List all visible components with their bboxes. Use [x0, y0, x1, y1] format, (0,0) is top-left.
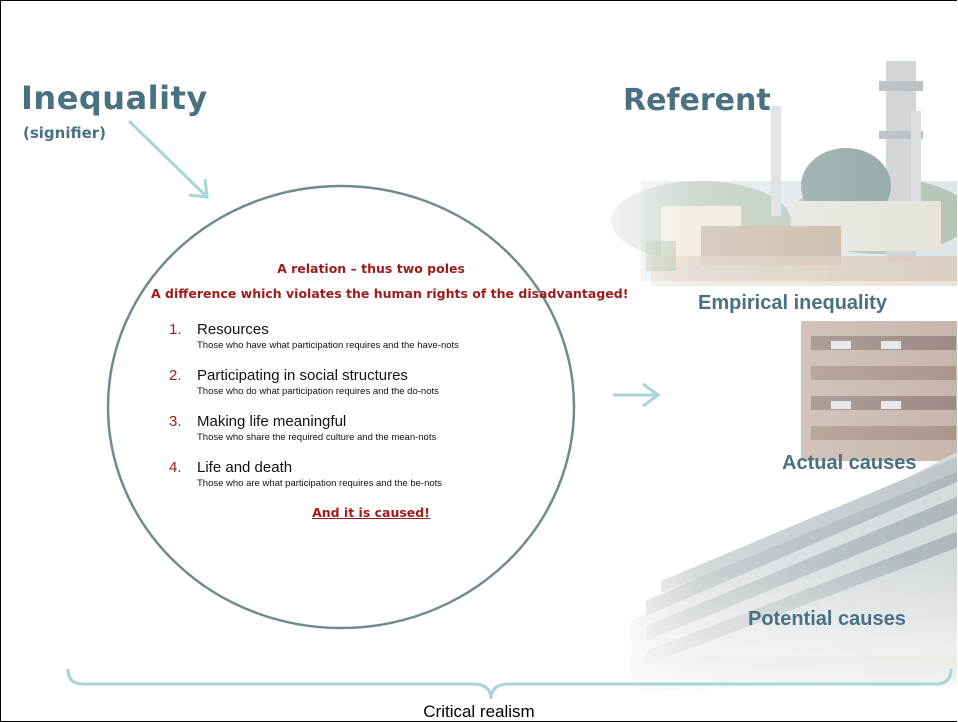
circle-content: A relation – thus two poles A difference…: [151, 261, 629, 520]
relation-subheading: A difference which violates the human ri…: [151, 286, 629, 301]
critical-realism-label: Critical realism: [423, 702, 535, 721]
layer-empirical: Empirical inequality: [698, 292, 887, 314]
critical-realism-bracket: [66, 668, 953, 700]
referent-title: Referent: [623, 83, 771, 118]
relation-heading: A relation – thus two poles: [277, 261, 465, 276]
signifier-subtitle: (signifier): [23, 124, 107, 142]
item-title: Participating in social structures: [197, 367, 408, 384]
item-number: 1.: [169, 321, 182, 338]
list-item: 1. Resources Those who have what partici…: [169, 321, 591, 351]
item-number: 2.: [169, 367, 182, 384]
item-number: 3.: [169, 413, 182, 430]
list-item: 2. Participating in social structures Th…: [169, 367, 591, 397]
item-description: Those who share the required culture and…: [197, 432, 437, 443]
item-description: Those who do what participation requires…: [197, 386, 439, 397]
signifier-arrow: [127, 119, 209, 199]
referent-arrow: [613, 382, 661, 408]
caused-statement: And it is caused!: [312, 505, 430, 520]
item-title: Making life meaningful: [197, 413, 347, 430]
item-number: 4.: [169, 459, 182, 476]
list-item: 3. Making life meaningful Those who shar…: [169, 413, 591, 443]
inequality-list: 1. Resources Those who have what partici…: [151, 321, 591, 489]
layer-potential: Potential causes: [748, 608, 906, 630]
item-title: Resources: [197, 321, 269, 338]
item-description: Those who are what participation require…: [197, 478, 443, 489]
signifier-title: Inequality: [21, 79, 208, 117]
signified-circle: [106, 184, 576, 630]
layer-actual: Actual causes: [782, 452, 917, 474]
item-description: Those who have what participation requir…: [197, 340, 459, 351]
list-item: 4. Life and death Those who are what par…: [169, 459, 591, 489]
item-title: Life and death: [197, 459, 293, 476]
